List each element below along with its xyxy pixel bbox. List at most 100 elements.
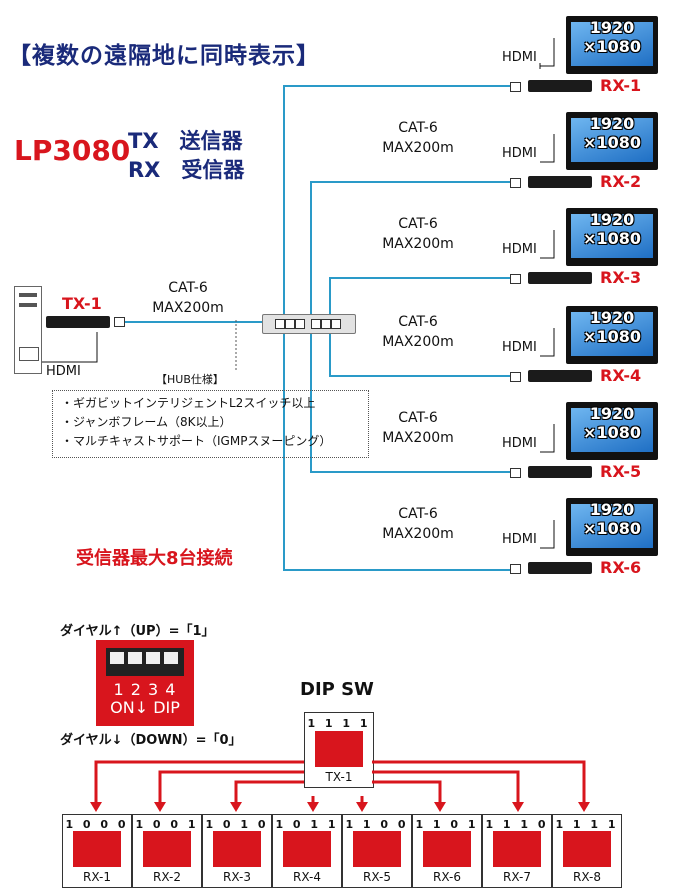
- rx-dip-label: RX-8: [573, 870, 601, 884]
- resolution-top: 1920: [589, 404, 635, 423]
- tx-plug-icon: [114, 317, 125, 327]
- monitor-icon: 1920×1080: [566, 402, 658, 460]
- hub-spec-title: 【HUB仕様】: [156, 373, 224, 386]
- dip-arrows: [90, 760, 590, 812]
- tx-dip-switch-icon: [315, 731, 363, 767]
- source-pc-icon: [14, 286, 42, 374]
- cable-lines: [40, 38, 555, 571]
- cable-type: CAT-6: [398, 216, 438, 232]
- rx-plug-icon: [510, 82, 521, 92]
- rx-dip-bits: 1 1 0 0: [345, 818, 409, 831]
- hub-spec-box: ・ギガビットインテリジェントL2スイッチ以上 ・ジャンボフレーム（8K以上） ・…: [52, 390, 369, 458]
- rx-dip-box: 1 1 1 0 RX-7: [482, 814, 552, 888]
- resolution-bottom: ×1080: [583, 133, 641, 152]
- rx-device-icon: [528, 370, 592, 382]
- dip-on-label: ON↓ DIP: [110, 698, 180, 717]
- model-name: LP3080: [14, 134, 131, 167]
- resolution-top: 1920: [589, 210, 635, 229]
- resolution-bottom: ×1080: [583, 327, 641, 346]
- resolution-top: 1920: [589, 308, 635, 327]
- rx-dip-label: RX-2: [153, 870, 181, 884]
- rx-dip-box: 1 0 0 0 RX-1: [62, 814, 132, 888]
- resolution-bottom: ×1080: [583, 37, 641, 56]
- cable-max: MAX200m: [382, 140, 454, 156]
- tx-device-icon: [46, 316, 110, 328]
- rx-dip-box: 1 0 0 1 RX-2: [132, 814, 202, 888]
- rx-dip-bits: 1 0 0 1: [135, 818, 199, 831]
- rx-dip-label: RX-4: [293, 870, 321, 884]
- cable-type: CAT-6: [398, 506, 438, 522]
- dial-down-legend: ダイヤル↓（DOWN）=「0」: [60, 733, 242, 748]
- rx-dip-switch-icon: [563, 831, 611, 867]
- tx-label: TX-1: [62, 294, 102, 313]
- dip-numbers: 1 2 3 4: [113, 680, 177, 699]
- resolution-top: 1920: [589, 114, 635, 133]
- resolution-bottom: ×1080: [583, 229, 641, 248]
- rx-legend: RX 受信器: [128, 158, 245, 182]
- rx-label: RX-4: [600, 366, 642, 385]
- rx-dip-switch-icon: [143, 831, 191, 867]
- cable-type: CAT-6: [398, 410, 438, 426]
- resolution-bottom: ×1080: [583, 519, 641, 538]
- resolution-top: 1920: [589, 18, 635, 37]
- rx-device-icon: [528, 176, 592, 188]
- rx-dip-switch-icon: [283, 831, 331, 867]
- rx-label: RX-5: [600, 462, 642, 481]
- dial-up-legend: ダイヤル↑（UP）=「1」: [60, 624, 215, 639]
- dip-switch-icon: 1 2 3 4 ON↓ DIP: [96, 640, 194, 726]
- cable-type: CAT-6: [398, 120, 438, 136]
- network-hub-icon: [262, 314, 356, 334]
- rx-dip-bits: 1 0 0 0: [65, 818, 129, 831]
- rx-cable-spec: CAT-6 MAX200m: [368, 408, 468, 448]
- rx-dip-label: RX-7: [503, 870, 531, 884]
- rx-cable-spec: CAT-6 MAX200m: [368, 504, 468, 544]
- rx-dip-label: RX-5: [363, 870, 391, 884]
- rx-dip-switch-icon: [353, 831, 401, 867]
- rx-device-icon: [528, 562, 592, 574]
- rx-plug-icon: [510, 372, 521, 382]
- cable-max: MAX200m: [382, 236, 454, 252]
- rx-device-icon: [528, 466, 592, 478]
- rx-dip-label: RX-3: [223, 870, 251, 884]
- rx-dip-label: RX-6: [433, 870, 461, 884]
- cable-max: MAX200m: [382, 526, 454, 542]
- rx-hdmi-label: HDMI: [502, 436, 537, 451]
- rx-plug-icon: [510, 468, 521, 478]
- hub-spec-item: ・ジャンボフレーム（8K以上）: [61, 415, 232, 429]
- rx-label: RX-1: [600, 76, 642, 95]
- rx-dip-bits: 1 0 1 0: [205, 818, 269, 831]
- max-receivers-note: 受信器最大8台接続: [76, 548, 233, 569]
- cable-max: MAX200m: [152, 300, 224, 316]
- rx-device-icon: [528, 80, 592, 92]
- tx-dip-box: 1 1 1 1 TX-1: [304, 712, 374, 788]
- rx-dip-bits: 1 1 1 0: [485, 818, 549, 831]
- monitor-icon: 1920×1080: [566, 112, 658, 170]
- hub-spec-item: ・ギガビットインテリジェントL2スイッチ以上: [61, 396, 316, 410]
- cable-max: MAX200m: [382, 334, 454, 350]
- rx-label: RX-3: [600, 268, 642, 287]
- dip-sw-title: DIP SW: [300, 679, 374, 700]
- rx-dip-bits: 1 1 0 1: [415, 818, 479, 831]
- rx-cable-spec: CAT-6 MAX200m: [368, 214, 468, 254]
- monitor-icon: 1920×1080: [566, 498, 658, 556]
- tx-hdmi-label: HDMI: [46, 364, 81, 379]
- tx-cable-spec: CAT-6 MAX200m: [138, 278, 238, 318]
- monitor-icon: 1920×1080: [566, 16, 658, 74]
- monitor-icon: 1920×1080: [566, 208, 658, 266]
- rx-plug-icon: [510, 274, 521, 284]
- rx-dip-bits: 1 0 1 1: [275, 818, 339, 831]
- cable-type: CAT-6: [168, 280, 208, 296]
- rx-dip-box: 1 0 1 1 RX-4: [272, 814, 342, 888]
- tx-legend: TX 送信器: [128, 129, 243, 153]
- page-title: 【複数の遠隔地に同時表示】: [8, 43, 320, 69]
- rx-plug-icon: [510, 564, 521, 574]
- tx-dip-bits: 1 1 1 1: [307, 717, 371, 730]
- rx-dip-box: 1 1 1 1 RX-8: [552, 814, 622, 888]
- rx-dip-box: 1 1 0 0 RX-5: [342, 814, 412, 888]
- hub-spec-item: ・マルチキャストサポート（IGMPスヌーピング）: [61, 434, 332, 448]
- resolution-top: 1920: [589, 500, 635, 519]
- resolution-bottom: ×1080: [583, 423, 641, 442]
- rx-dip-switch-icon: [493, 831, 541, 867]
- rx-dip-bits: 1 1 1 1: [555, 818, 619, 831]
- rx-dip-box: 1 1 0 1 RX-6: [412, 814, 482, 888]
